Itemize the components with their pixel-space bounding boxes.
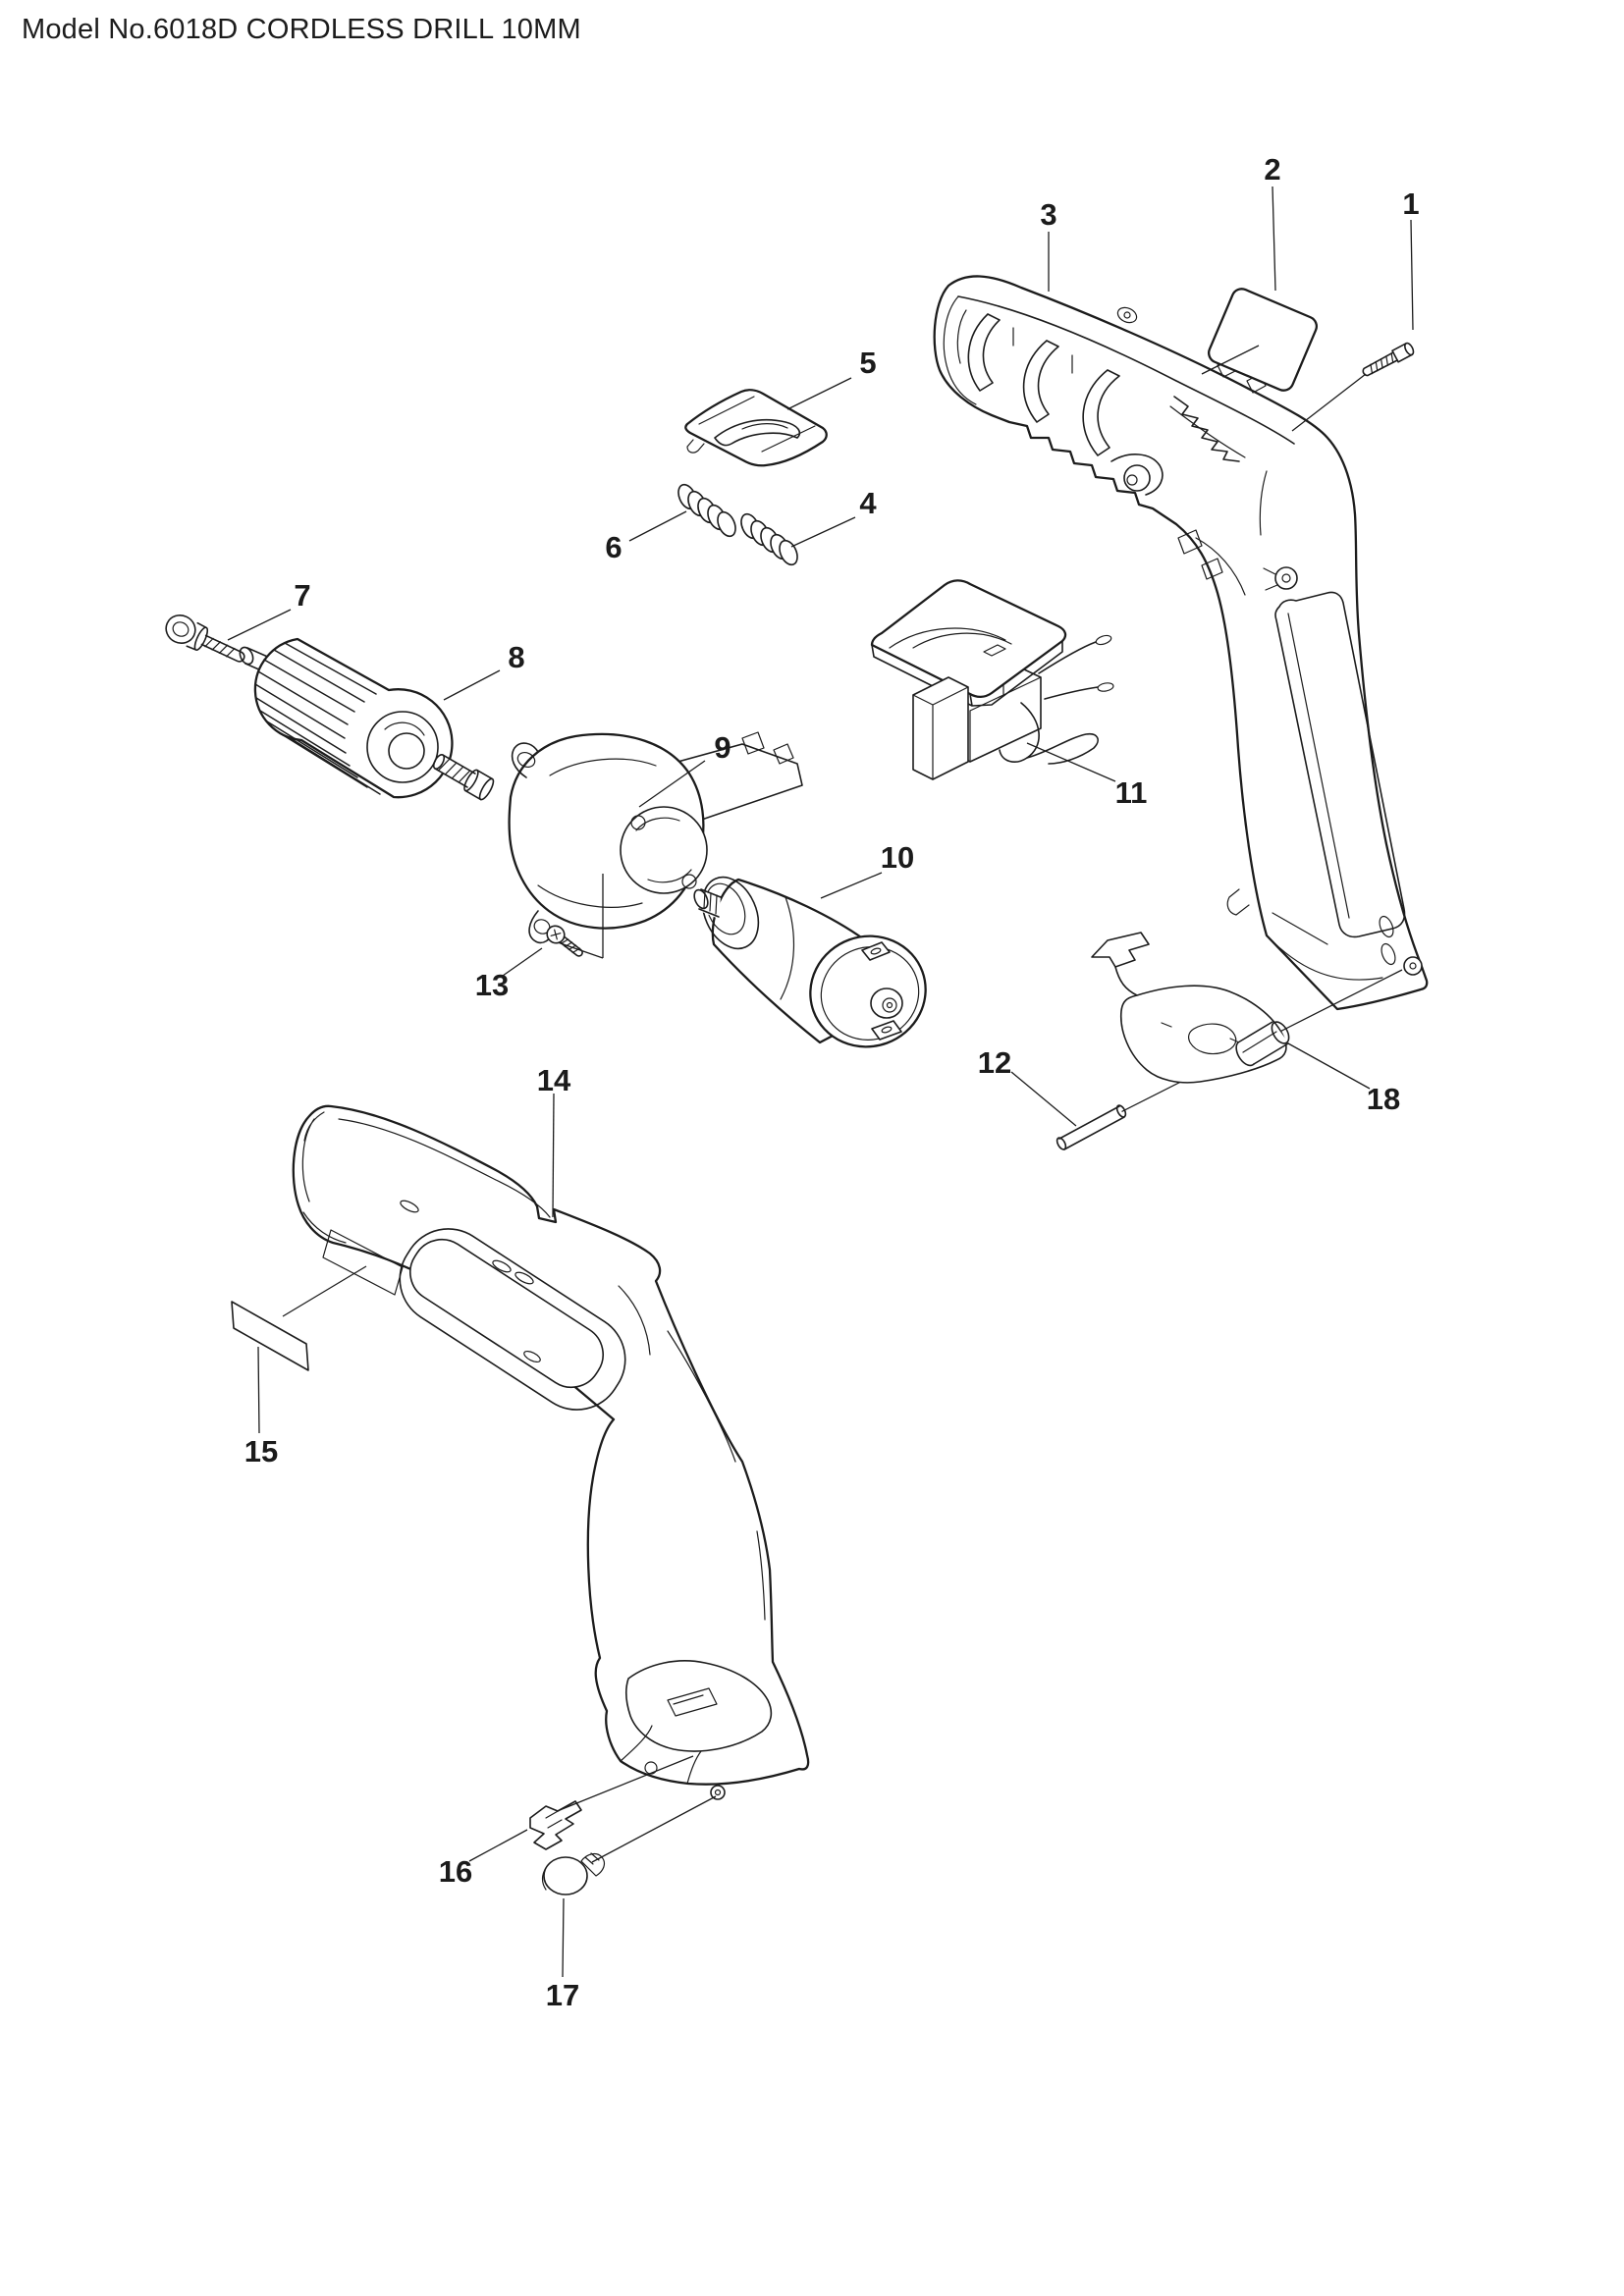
callout-8: 8 [508,640,524,674]
part-switch-cover [684,389,828,467]
callout-10: 10 [881,840,914,875]
part-nameplate [1207,288,1319,392]
callout-4: 4 [859,486,877,520]
callout-16: 16 [439,1854,472,1889]
leader-5 [786,377,852,410]
leader-1 [1291,219,1414,432]
leader-8 [443,669,501,701]
leader-6 [628,510,687,542]
callout-1: 1 [1402,187,1419,221]
leader-12 [1010,1071,1077,1127]
leader-17 [562,1795,717,1978]
callout-18: 18 [1367,1082,1400,1116]
leader-14 [552,1093,555,1218]
part-drill-chuck [239,637,454,799]
part-sleeve [1235,1021,1290,1067]
part-screw-13 [546,874,604,959]
part-trigger-switch [870,579,1114,780]
callout-2: 2 [1264,152,1280,187]
callout-numbers: 1 2 3 4 5 6 7 8 9 10 11 12 13 14 15 16 1… [244,152,1420,2012]
callout-11: 11 [1115,775,1148,810]
callout-5: 5 [859,346,876,380]
part-motor [693,876,927,1048]
callout-leader-lines [227,186,1414,1978]
part-spring-4 [740,512,798,566]
part-pin [1056,1104,1127,1150]
part-screw-1 [1362,342,1415,377]
callout-15: 15 [244,1434,278,1468]
leader-2 [1201,186,1276,375]
leader-10 [820,872,883,899]
part-chuck-screw [165,614,245,663]
callout-3: 3 [1040,197,1056,232]
part-gear-assembly [432,731,803,944]
callout-12: 12 [978,1045,1011,1080]
leader-11 [1026,742,1116,782]
part-housing-right-half [933,275,1429,1011]
leader-16 [468,1755,694,1862]
part-housing-left-half [292,1104,810,1800]
part-spring-6 [677,483,736,538]
leader-15 [257,1265,367,1434]
part-clip [529,1800,582,1850]
page-title: Model No.6018D CORDLESS DRILL 10MM [22,14,581,45]
leader-13 [502,947,543,977]
part-label [231,1301,309,1371]
leader-4 [790,516,856,548]
callout-13: 13 [475,968,509,1002]
callout-9: 9 [714,730,731,765]
part-cap [541,1852,606,1896]
callout-17: 17 [546,1978,579,2012]
callout-14: 14 [537,1063,571,1097]
callout-6: 6 [605,530,622,564]
leader-7 [227,609,292,641]
contact-bracket [1091,932,1287,1084]
leader-18 [1287,1042,1371,1090]
leader-9 [638,760,706,808]
callout-7: 7 [294,578,310,613]
